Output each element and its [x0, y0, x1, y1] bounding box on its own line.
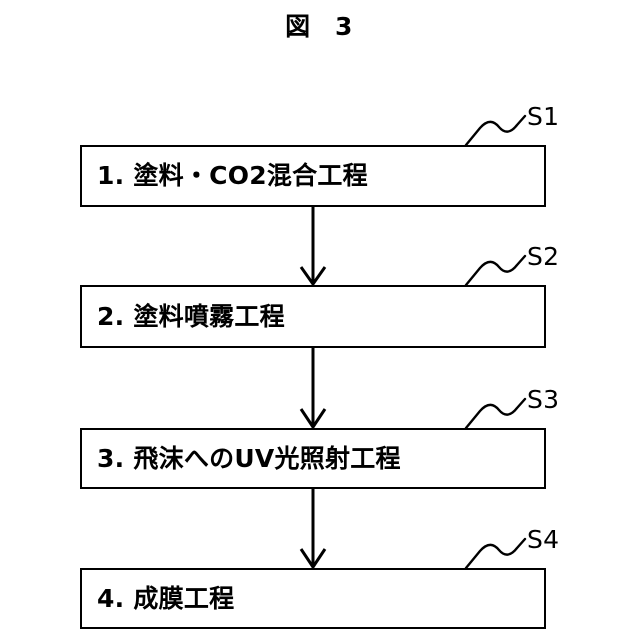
arrow-s1-to-s2 — [299, 207, 327, 287]
process-step-label-s2: 2. 塗料噴霧工程 — [97, 301, 285, 331]
leader-s3-squiggle — [464, 397, 527, 430]
arrow-s2-to-s3 — [299, 348, 327, 430]
step-reference-s3: S3 — [527, 385, 560, 414]
step-reference-s1: S1 — [527, 102, 560, 131]
process-step-box-s3[interactable]: 3. 飛沫へのUV光照射工程 — [80, 428, 546, 489]
leader-s1-squiggle — [464, 114, 527, 147]
leader-s4-squiggle — [464, 537, 527, 570]
process-step-label-s1: 1. 塗料・CO2混合工程 — [97, 161, 368, 191]
process-step-box-s2[interactable]: 2. 塗料噴霧工程 — [80, 285, 546, 348]
arrow-s3-to-s4 — [299, 489, 327, 570]
process-step-label-s4: 4. 成膜工程 — [97, 583, 235, 613]
process-step-label-s3: 3. 飛沫へのUV光照射工程 — [97, 443, 401, 473]
step-reference-s4: S4 — [527, 525, 560, 554]
process-step-box-s4[interactable]: 4. 成膜工程 — [80, 568, 546, 629]
process-step-box-s1[interactable]: 1. 塗料・CO2混合工程 — [80, 145, 546, 207]
leader-s2-squiggle — [464, 254, 527, 287]
step-reference-s2: S2 — [527, 242, 560, 271]
figure-title: 図 3 — [285, 12, 355, 41]
